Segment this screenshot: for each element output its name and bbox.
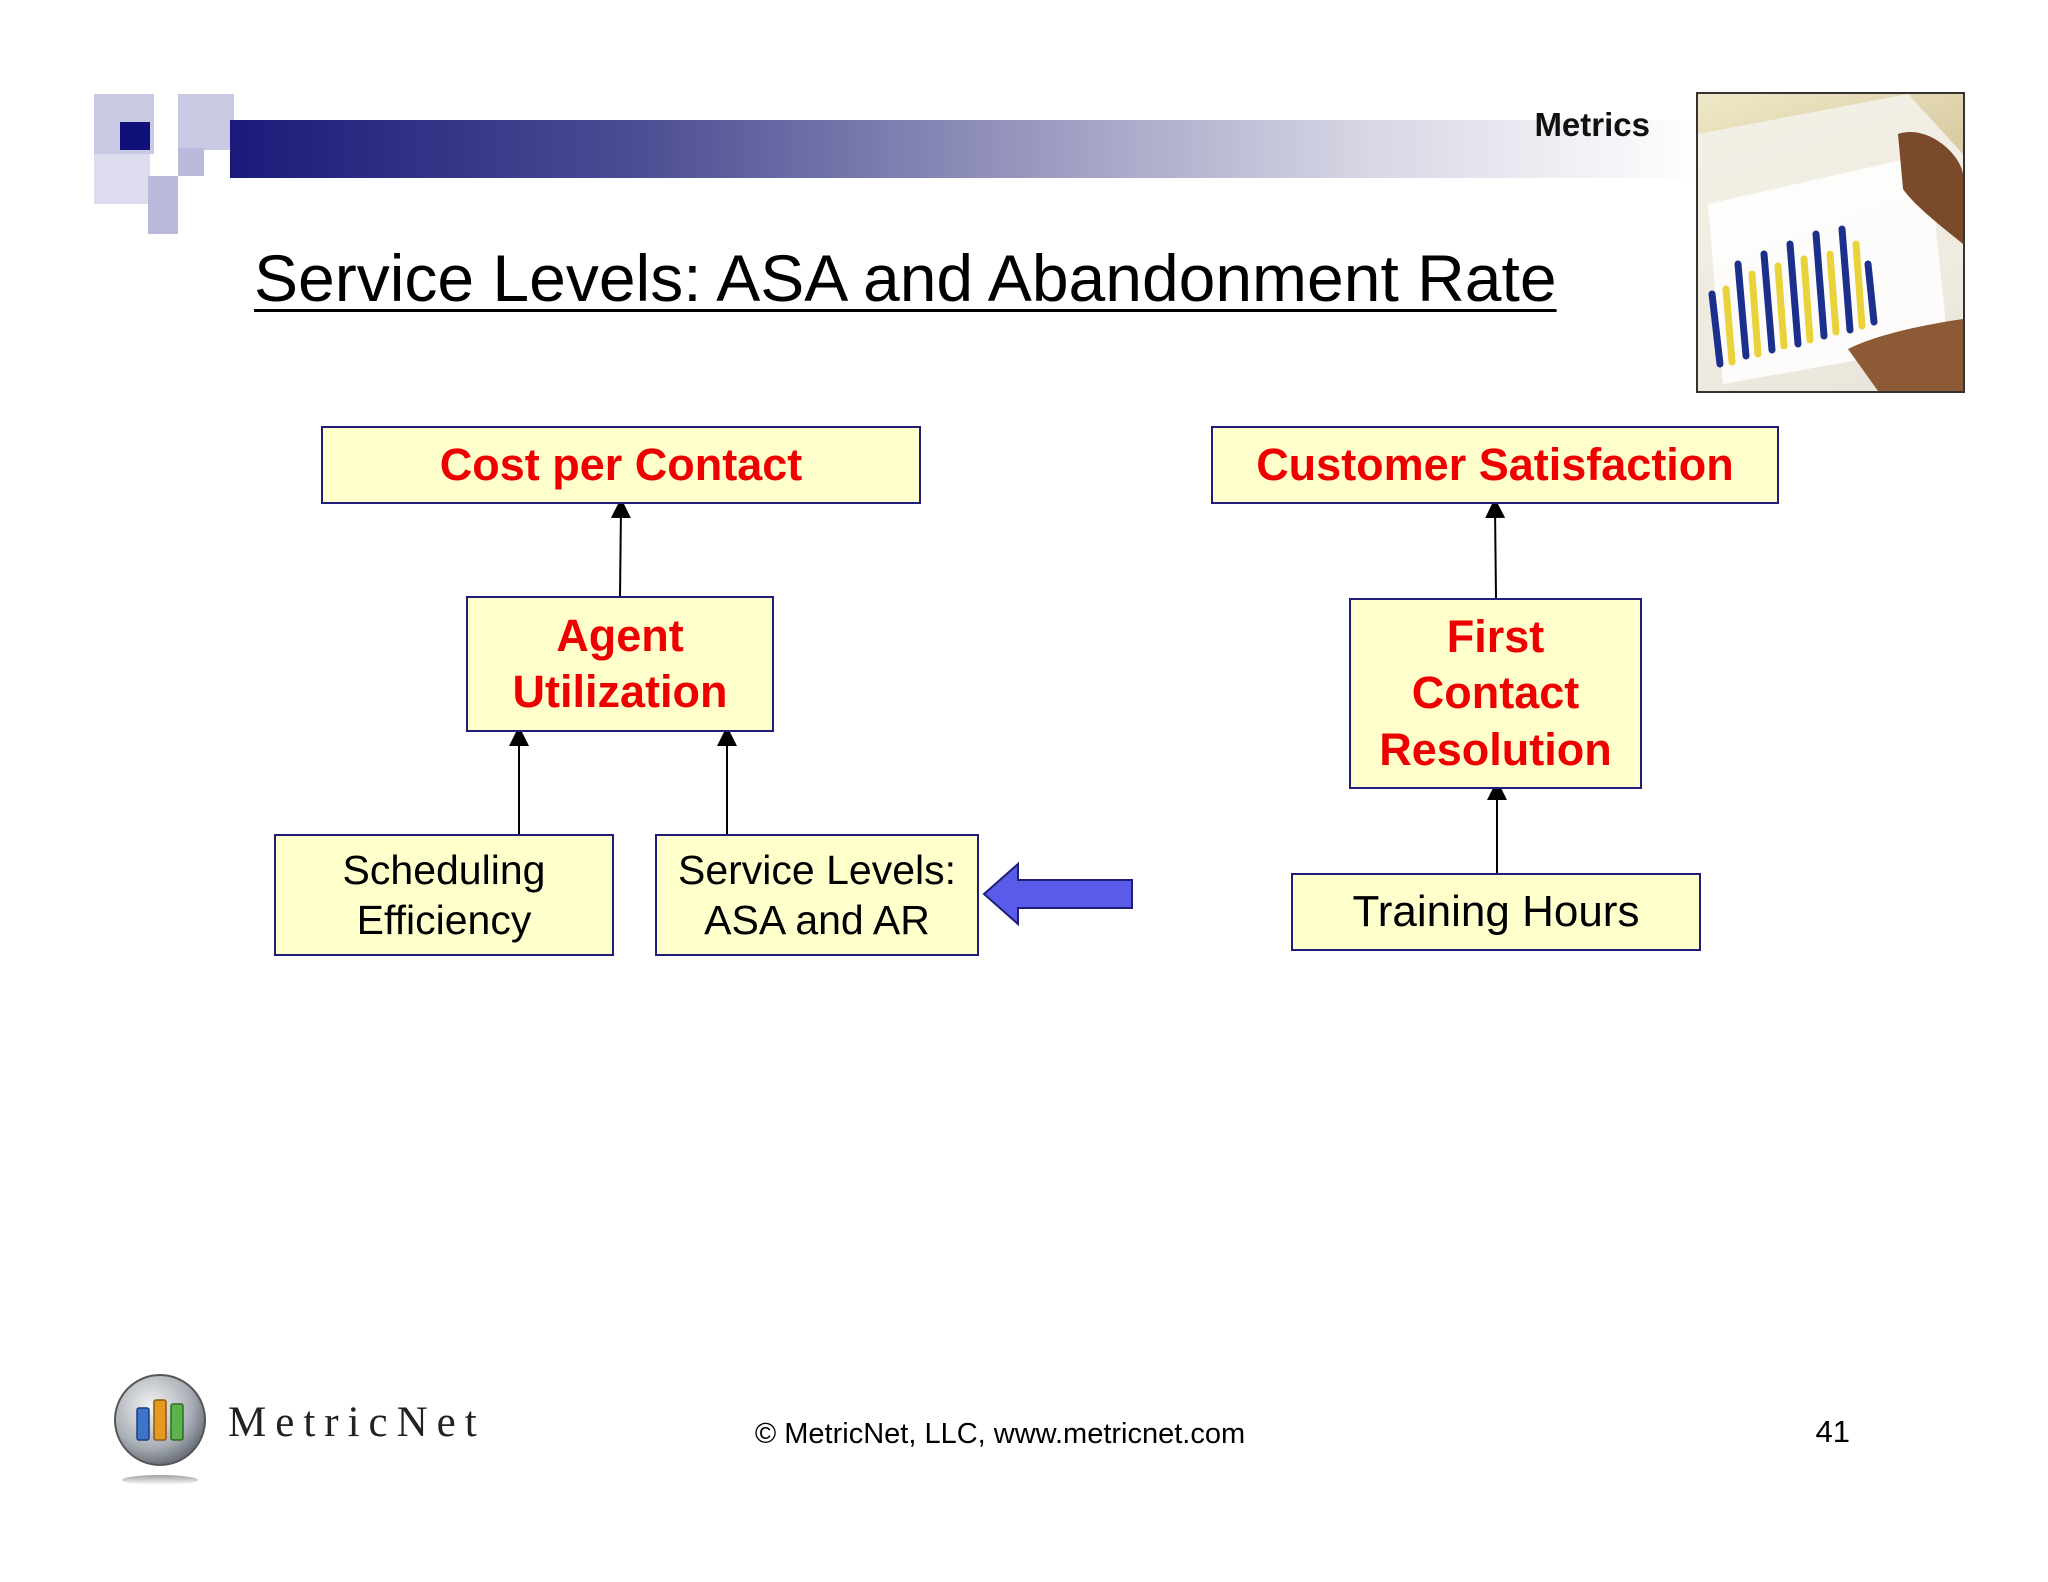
header-gradient-band [230,120,1700,178]
decor-square-dark [120,122,150,150]
decor-square [148,204,178,234]
section-label: Metrics [1534,106,1650,143]
node-service-levels: Service Levels: ASA and AR [655,834,979,956]
node-label-line: Agent [556,609,684,661]
metricnet-logo-icon [114,1374,206,1485]
left-arrow-icon [982,861,1133,927]
node-label-line: First [1446,611,1545,663]
node-training-hours: Training Hours [1291,873,1701,951]
node-agent-utilization: Agent Utilization [466,596,774,732]
page-number: 41 [1815,1414,1850,1449]
node-label-line: Efficiency [356,897,532,943]
logo-wordmark: MetricNet [228,1399,486,1446]
node-label-line: ASA and AR [704,897,930,943]
arrow-agent-to-cost [610,498,631,597]
decor-square [178,94,234,150]
decor-square [94,154,150,204]
node-label-line: Scheduling [342,846,546,893]
node-label: Customer Satisfaction [1256,438,1734,490]
page-title: Service Levels: ASA and Abandonment Rate [254,241,1557,315]
decor-square [178,148,204,176]
node-first-contact-resolution: First Contact Resolution [1349,598,1642,789]
node-label: Training Hours [1352,887,1640,937]
node-scheduling-efficiency: Scheduling Efficiency [274,834,614,956]
node-label-line: Utilization [512,666,728,717]
node-label-line: Service Levels: [677,846,956,893]
node-label-line: Resolution [1379,723,1612,775]
arrow-fcr-to-csat [1485,498,1506,599]
photo-illustration [1698,94,1963,391]
bar-chart-report-photo [1696,92,1965,393]
node-label: Cost per Contact [439,438,803,490]
decor-square [148,176,178,204]
node-customer-satisfaction: Customer Satisfaction [1211,426,1779,504]
node-label-line: Contact [1411,667,1580,719]
copyright-notice: © MetricNet, LLC, www.metricnet.com [754,1418,1246,1450]
node-cost-per-contact: Cost per Contact [321,426,921,504]
